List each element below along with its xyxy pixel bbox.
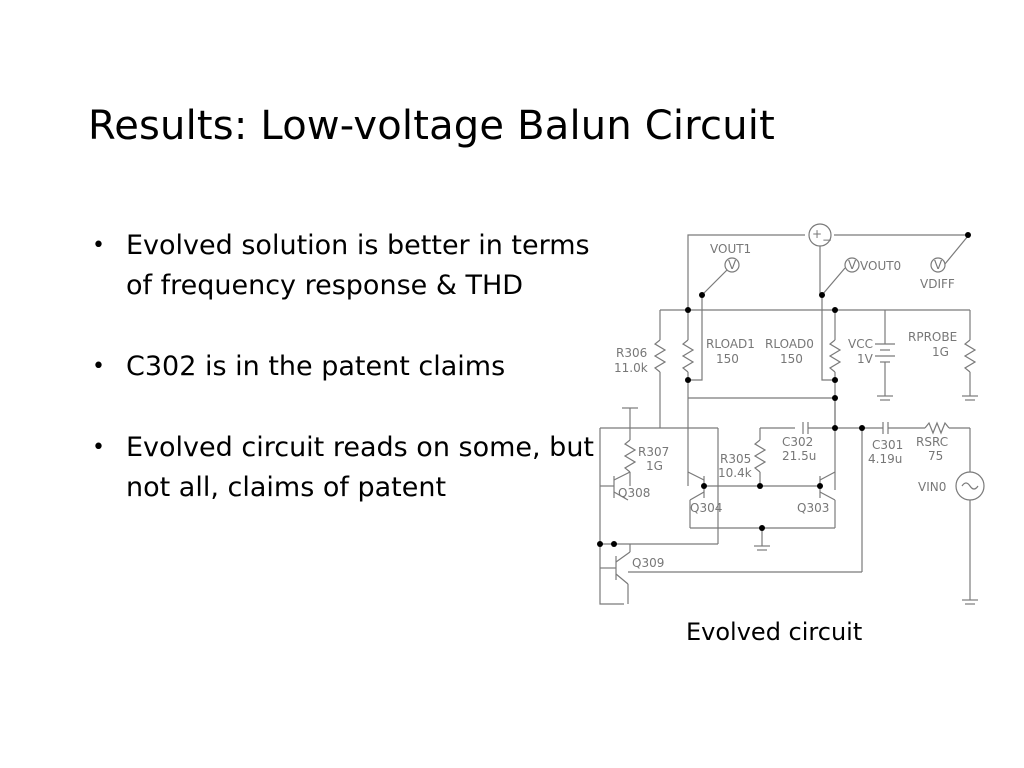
label-vcc-val: 1V: [857, 352, 874, 366]
meter-v-label: V: [934, 258, 943, 272]
bullet-text: Evolved circuit reads on some, but not a…: [126, 432, 595, 503]
label-vout1: VOUT1: [710, 242, 751, 256]
label-q304: Q304: [690, 501, 722, 515]
meter-v-label: V: [728, 258, 737, 272]
label-r306: R306: [616, 346, 647, 360]
label-rsrc: RSRC: [916, 435, 948, 449]
bullet-dot: •: [92, 233, 105, 258]
label-r305-val: 10.4k: [718, 466, 752, 480]
label-c302: C302: [782, 435, 813, 449]
bullet-text: C302 is in the patent claims: [126, 351, 506, 382]
figure-caption: Evolved circuit: [686, 618, 863, 646]
label-c302-val: 21.5u: [782, 449, 816, 463]
label-q303: Q303: [797, 501, 829, 515]
label-vdiff: VDIFF: [920, 277, 955, 291]
label-rload1: RLOAD1: [706, 337, 755, 351]
label-q308: Q308: [618, 486, 650, 500]
label-rload0-val: 150: [780, 352, 803, 366]
bullet-dot: •: [92, 354, 105, 379]
label-vout0: VOUT0: [860, 259, 901, 273]
amp-plus: +: [812, 227, 822, 241]
label-r305: R305: [720, 452, 751, 466]
label-rprobe-val: 1G: [932, 345, 949, 359]
label-c301-val: 4.19u: [868, 452, 902, 466]
bullet-dot: •: [92, 435, 105, 460]
label-rload0: RLOAD0: [765, 337, 814, 351]
label-rprobe: RPROBE: [908, 330, 957, 344]
amp-minus: −: [822, 233, 832, 247]
label-vcc: VCC: [848, 337, 873, 351]
bullet-item: • Evolved solution is better in terms of…: [88, 226, 608, 306]
label-r306-val: 11.0k: [614, 361, 648, 375]
meter-v-label: V: [848, 258, 857, 272]
bullet-item: • Evolved circuit reads on some, but not…: [88, 428, 608, 508]
circuit-schematic: VOUT1 VOUT0 VDIFF V V V + − R306 11.0k R…: [597, 223, 985, 605]
label-vin0: VIN0: [918, 480, 946, 494]
label-rsrc-val: 75: [928, 449, 943, 463]
bullet-text: Evolved solution is better in terms of f…: [126, 230, 590, 301]
label-rload1-val: 150: [716, 352, 739, 366]
label-r307-val: 1G: [646, 459, 663, 473]
bullet-list: • Evolved solution is better in terms of…: [88, 226, 608, 549]
label-c301: C301: [872, 438, 903, 452]
slide-title: Results: Low-voltage Balun Circuit: [88, 103, 775, 149]
label-q309: Q309: [632, 556, 664, 570]
bullet-item: • C302 is in the patent claims: [88, 347, 608, 387]
label-r307: R307: [638, 445, 669, 459]
